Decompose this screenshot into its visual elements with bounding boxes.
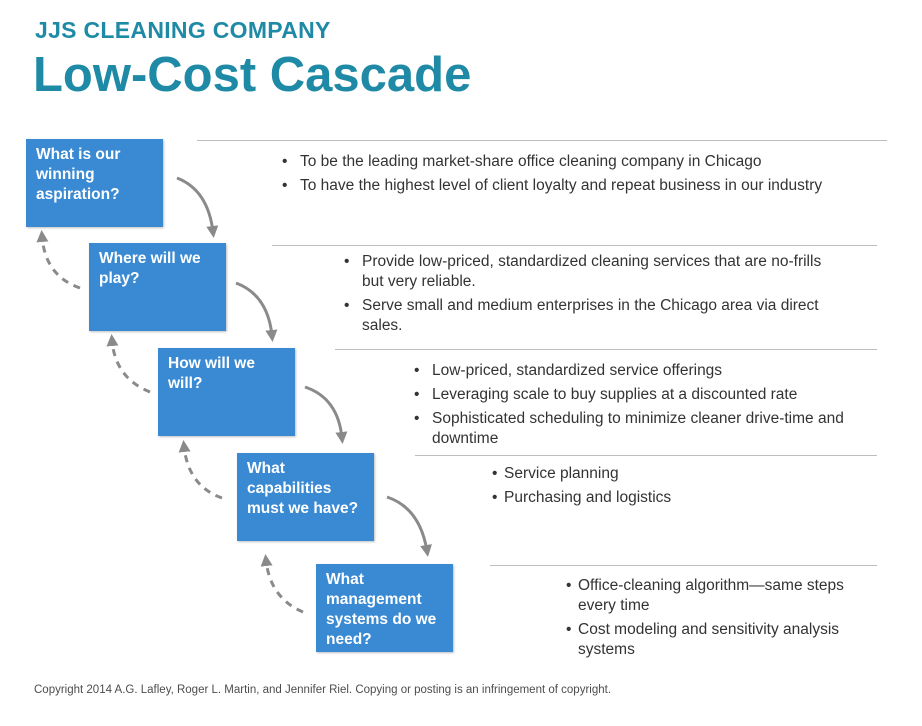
how-to-win-bullets: Low-priced, standardized service offerin… [414, 361, 854, 453]
company-name: JJS CLEANING COMPANY [35, 17, 331, 43]
list-item: Sophisticated scheduling to minimize cle… [414, 409, 854, 449]
page-title: Low-Cost Cascade [33, 48, 472, 102]
list-item: To be the leading market-share office cl… [282, 152, 882, 172]
feedback-arrow [178, 440, 223, 500]
step-box-how-to-win: How will we will? [158, 348, 295, 436]
list-item: To have the highest level of client loya… [282, 176, 882, 196]
list-item: Purchasing and logistics [492, 488, 852, 508]
list-item: Cost modeling and sensitivity analysis s… [566, 620, 871, 660]
list-item: Leveraging scale to buy supplies at a di… [414, 385, 854, 405]
list-item: Service planning [492, 464, 852, 484]
copyright-footer: Copyright 2014 A.G. Lafley, Roger L. Mar… [34, 684, 612, 696]
separator-rule [272, 245, 877, 246]
where-to-play-bullets: Provide low-priced, standardized cleanin… [344, 252, 834, 340]
separator-rule [335, 349, 877, 350]
feedback-arrow [36, 230, 81, 290]
down-arrow [304, 385, 348, 444]
step-box-aspiration: What is our winning aspiration? [26, 139, 163, 227]
down-arrow [386, 495, 432, 557]
step-box-capabilities: What capabilities must we have? [237, 453, 374, 541]
separator-rule [197, 140, 887, 141]
list-item: Provide low-priced, standardized cleanin… [344, 252, 834, 292]
step-box-management-systems: What management systems do we need? [316, 564, 453, 652]
list-item: Serve small and medium enterprises in th… [344, 296, 834, 336]
capabilities-bullets: Service planning Purchasing and logistic… [492, 464, 852, 512]
feedback-arrow [106, 334, 151, 394]
management-systems-bullets: Office-cleaning algorithm—same steps eve… [566, 576, 871, 664]
feedback-arrows [36, 230, 304, 614]
list-item: Low-priced, standardized service offerin… [414, 361, 854, 381]
list-item: Office-cleaning algorithm—same steps eve… [566, 576, 871, 616]
aspiration-bullets: To be the leading market-share office cl… [282, 152, 882, 200]
down-arrow [176, 176, 219, 238]
feedback-arrow [260, 554, 304, 614]
down-arrows [176, 176, 432, 557]
separator-rule [490, 565, 877, 566]
separator-rule [415, 455, 877, 456]
step-box-where-to-play: Where will we play? [89, 243, 226, 331]
down-arrow [235, 281, 278, 342]
